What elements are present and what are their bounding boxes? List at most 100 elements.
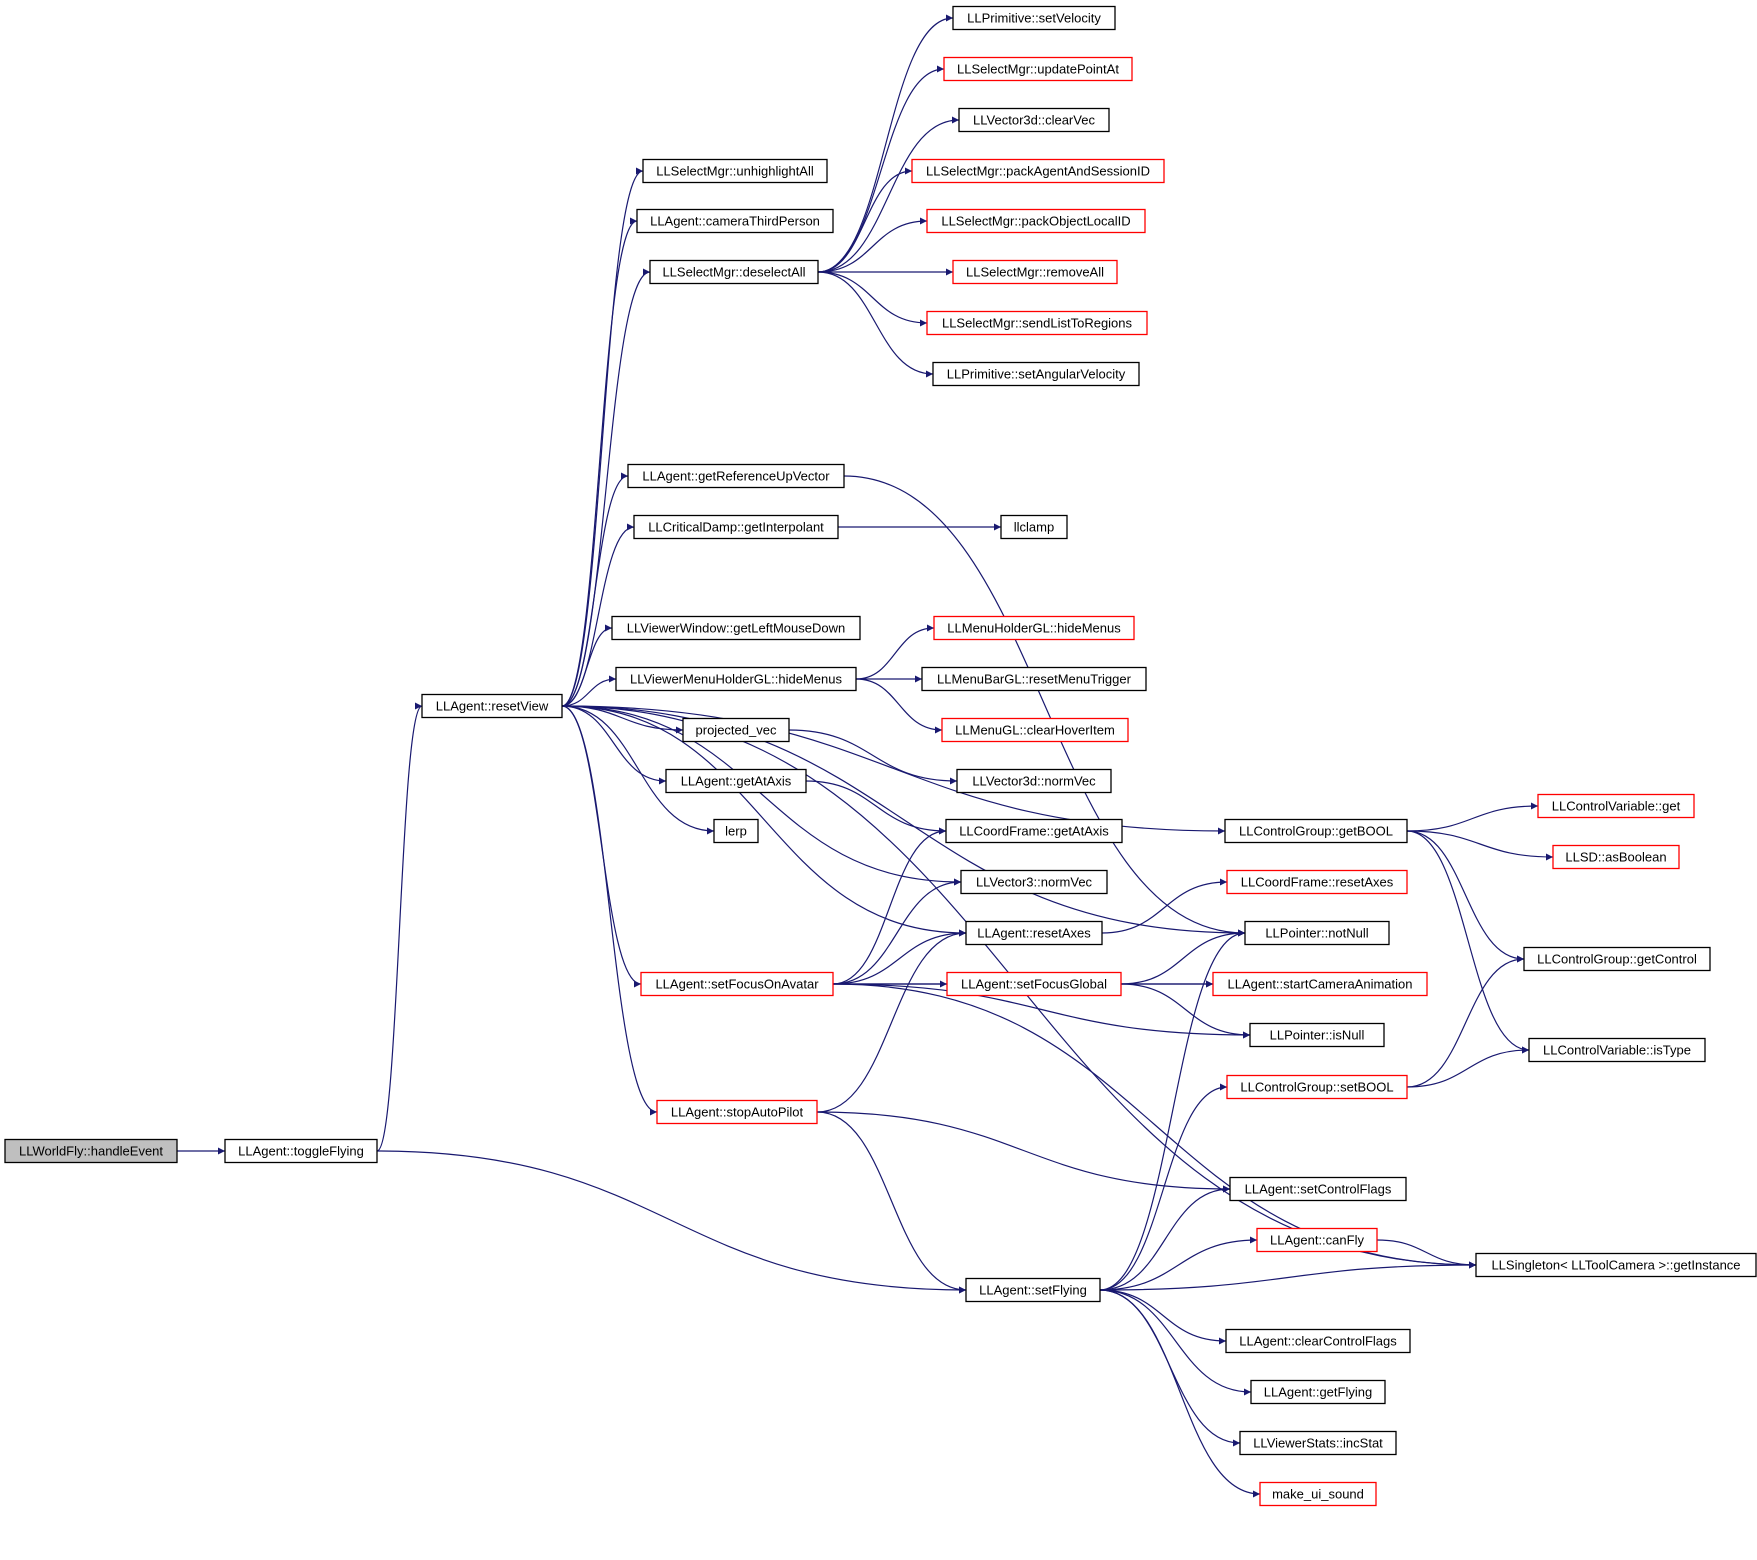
node-getBOOL[interactable]: LLControlGroup::getBOOL <box>1224 818 1408 844</box>
node-getFlying[interactable]: LLAgent::getFlying <box>1250 1379 1386 1405</box>
node-resetView[interactable]: LLAgent::resetView <box>421 693 563 719</box>
node-isNull[interactable]: LLPointer::isNull <box>1249 1022 1385 1048</box>
node-sendListToRegions[interactable]: LLSelectMgr::sendListToRegions <box>926 310 1148 336</box>
node-box[interactable] <box>611 615 861 641</box>
node-box[interactable] <box>1475 1252 1757 1278</box>
node-box[interactable] <box>1239 1430 1397 1456</box>
node-box[interactable] <box>952 259 1118 285</box>
node-coordGetAtAxis[interactable]: LLCoordFrame::getAtAxis <box>945 818 1123 844</box>
node-cameraThirdPerson[interactable]: LLAgent::cameraThirdPerson <box>636 208 834 234</box>
node-lerp[interactable]: lerp <box>713 818 759 844</box>
node-box[interactable] <box>946 971 1122 997</box>
node-box[interactable] <box>965 1277 1101 1303</box>
node-box[interactable] <box>649 259 819 285</box>
node-toggleFlying[interactable]: LLAgent::toggleFlying <box>224 1138 378 1164</box>
node-box[interactable] <box>1249 1022 1385 1048</box>
node-resetMenuTrigger[interactable]: LLMenuBarGL::resetMenuTrigger <box>921 666 1147 692</box>
node-box[interactable] <box>713 818 759 844</box>
node-updatePointAt[interactable]: LLSelectMgr::updatePointAt <box>943 56 1133 82</box>
node-incStat[interactable]: LLViewerStats::incStat <box>1239 1430 1397 1456</box>
node-box[interactable] <box>1226 1074 1408 1100</box>
node-box[interactable] <box>965 920 1103 946</box>
node-box[interactable] <box>932 361 1140 387</box>
node-vmhHideMenus[interactable]: LLViewerMenuHolderGL::hideMenus <box>615 666 857 692</box>
node-setControlFlags[interactable]: LLAgent::setControlFlags <box>1229 1176 1407 1202</box>
node-notNull[interactable]: LLPointer::notNull <box>1244 920 1390 946</box>
node-getInterpolant[interactable]: LLCriticalDamp::getInterpolant <box>633 514 839 540</box>
node-getLeftMouseDown[interactable]: LLViewerWindow::getLeftMouseDown <box>611 615 861 641</box>
node-setBOOL[interactable]: LLControlGroup::setBOOL <box>1226 1074 1408 1100</box>
node-box[interactable] <box>640 971 834 997</box>
node-box[interactable] <box>642 158 828 184</box>
node-box[interactable] <box>1537 793 1695 819</box>
node-handleEvent[interactable]: LLWorldFly::handleEvent <box>4 1138 178 1164</box>
node-getReferenceUpVector[interactable]: LLAgent::getReferenceUpVector <box>627 463 845 489</box>
node-box[interactable] <box>1528 1037 1706 1063</box>
node-mhHideMenus[interactable]: LLMenuHolderGL::hideMenus <box>933 615 1135 641</box>
node-box[interactable] <box>1523 946 1711 972</box>
node-clearHoverItem[interactable]: LLMenuGL::clearHoverItem <box>941 717 1129 743</box>
node-box[interactable] <box>926 208 1146 234</box>
node-box[interactable] <box>1229 1176 1407 1202</box>
node-packAgentAndSessionID[interactable]: LLSelectMgr::packAgentAndSessionID <box>911 158 1165 184</box>
node-unhighlightAll[interactable]: LLSelectMgr::unhighlightAll <box>642 158 828 184</box>
node-isType[interactable]: LLControlVariable::isType <box>1528 1037 1706 1063</box>
node-clearControlFlags[interactable]: LLAgent::clearControlFlags <box>1225 1328 1411 1354</box>
node-setVelocity[interactable]: LLPrimitive::setVelocity <box>952 5 1116 31</box>
node-box[interactable] <box>1226 869 1408 895</box>
node-stopAutoPilot[interactable]: LLAgent::stopAutoPilot <box>656 1099 818 1125</box>
node-deselectAll[interactable]: LLSelectMgr::deselectAll <box>649 259 819 285</box>
node-box[interactable] <box>656 1099 818 1125</box>
node-box[interactable] <box>1552 844 1680 870</box>
node-box[interactable] <box>943 56 1133 82</box>
node-box[interactable] <box>1212 971 1428 997</box>
node-box[interactable] <box>1224 818 1408 844</box>
node-box[interactable] <box>952 5 1116 31</box>
node-box[interactable] <box>926 310 1148 336</box>
node-normVec3[interactable]: LLVector3::normVec <box>960 869 1108 895</box>
node-setFocusOnAvatar[interactable]: LLAgent::setFocusOnAvatar <box>640 971 834 997</box>
node-box[interactable] <box>665 768 807 794</box>
node-box[interactable] <box>945 818 1123 844</box>
node-llclamp[interactable]: llclamp <box>1000 514 1068 540</box>
node-box[interactable] <box>941 717 1129 743</box>
node-box[interactable] <box>1250 1379 1386 1405</box>
node-box[interactable] <box>960 869 1108 895</box>
node-box[interactable] <box>627 463 845 489</box>
node-startCameraAnimation[interactable]: LLAgent::startCameraAnimation <box>1212 971 1428 997</box>
node-cvGet[interactable]: LLControlVariable::get <box>1537 793 1695 819</box>
node-agentResetAxes[interactable]: LLAgent::resetAxes <box>965 920 1103 946</box>
node-box[interactable] <box>1256 1227 1378 1253</box>
node-box[interactable] <box>956 768 1112 794</box>
node-box[interactable] <box>1259 1481 1377 1507</box>
node-projected_vec[interactable]: projected_vec <box>682 717 790 743</box>
node-normVecD[interactable]: LLVector3d::normVec <box>956 768 1112 794</box>
node-coordResetAxes[interactable]: LLCoordFrame::resetAxes <box>1226 869 1408 895</box>
node-make_ui_sound[interactable]: make_ui_sound <box>1259 1481 1377 1507</box>
node-box[interactable] <box>615 666 857 692</box>
node-setAngularVelocity[interactable]: LLPrimitive::setAngularVelocity <box>932 361 1140 387</box>
node-box[interactable] <box>636 208 834 234</box>
node-box[interactable] <box>911 158 1165 184</box>
node-getInstance[interactable]: LLSingleton< LLToolCamera >::getInstance <box>1475 1252 1757 1278</box>
node-box[interactable] <box>1225 1328 1411 1354</box>
node-agentGetAtAxis[interactable]: LLAgent::getAtAxis <box>665 768 807 794</box>
node-box[interactable] <box>921 666 1147 692</box>
node-box[interactable] <box>224 1138 378 1164</box>
node-box[interactable] <box>682 717 790 743</box>
node-getControl[interactable]: LLControlGroup::getControl <box>1523 946 1711 972</box>
node-removeAll[interactable]: LLSelectMgr::removeAll <box>952 259 1118 285</box>
node-box[interactable] <box>421 693 563 719</box>
node-setFlying[interactable]: LLAgent::setFlying <box>965 1277 1101 1303</box>
node-box[interactable] <box>633 514 839 540</box>
node-box[interactable] <box>4 1138 178 1164</box>
node-packObjectLocalID[interactable]: LLSelectMgr::packObjectLocalID <box>926 208 1146 234</box>
node-asBoolean[interactable]: LLSD::asBoolean <box>1552 844 1680 870</box>
node-canFly[interactable]: LLAgent::canFly <box>1256 1227 1378 1253</box>
node-box[interactable] <box>933 615 1135 641</box>
node-setFocusGlobal[interactable]: LLAgent::setFocusGlobal <box>946 971 1122 997</box>
node-box[interactable] <box>1244 920 1390 946</box>
node-clearVec[interactable]: LLVector3d::clearVec <box>958 107 1110 133</box>
node-box[interactable] <box>958 107 1110 133</box>
node-box[interactable] <box>1000 514 1068 540</box>
